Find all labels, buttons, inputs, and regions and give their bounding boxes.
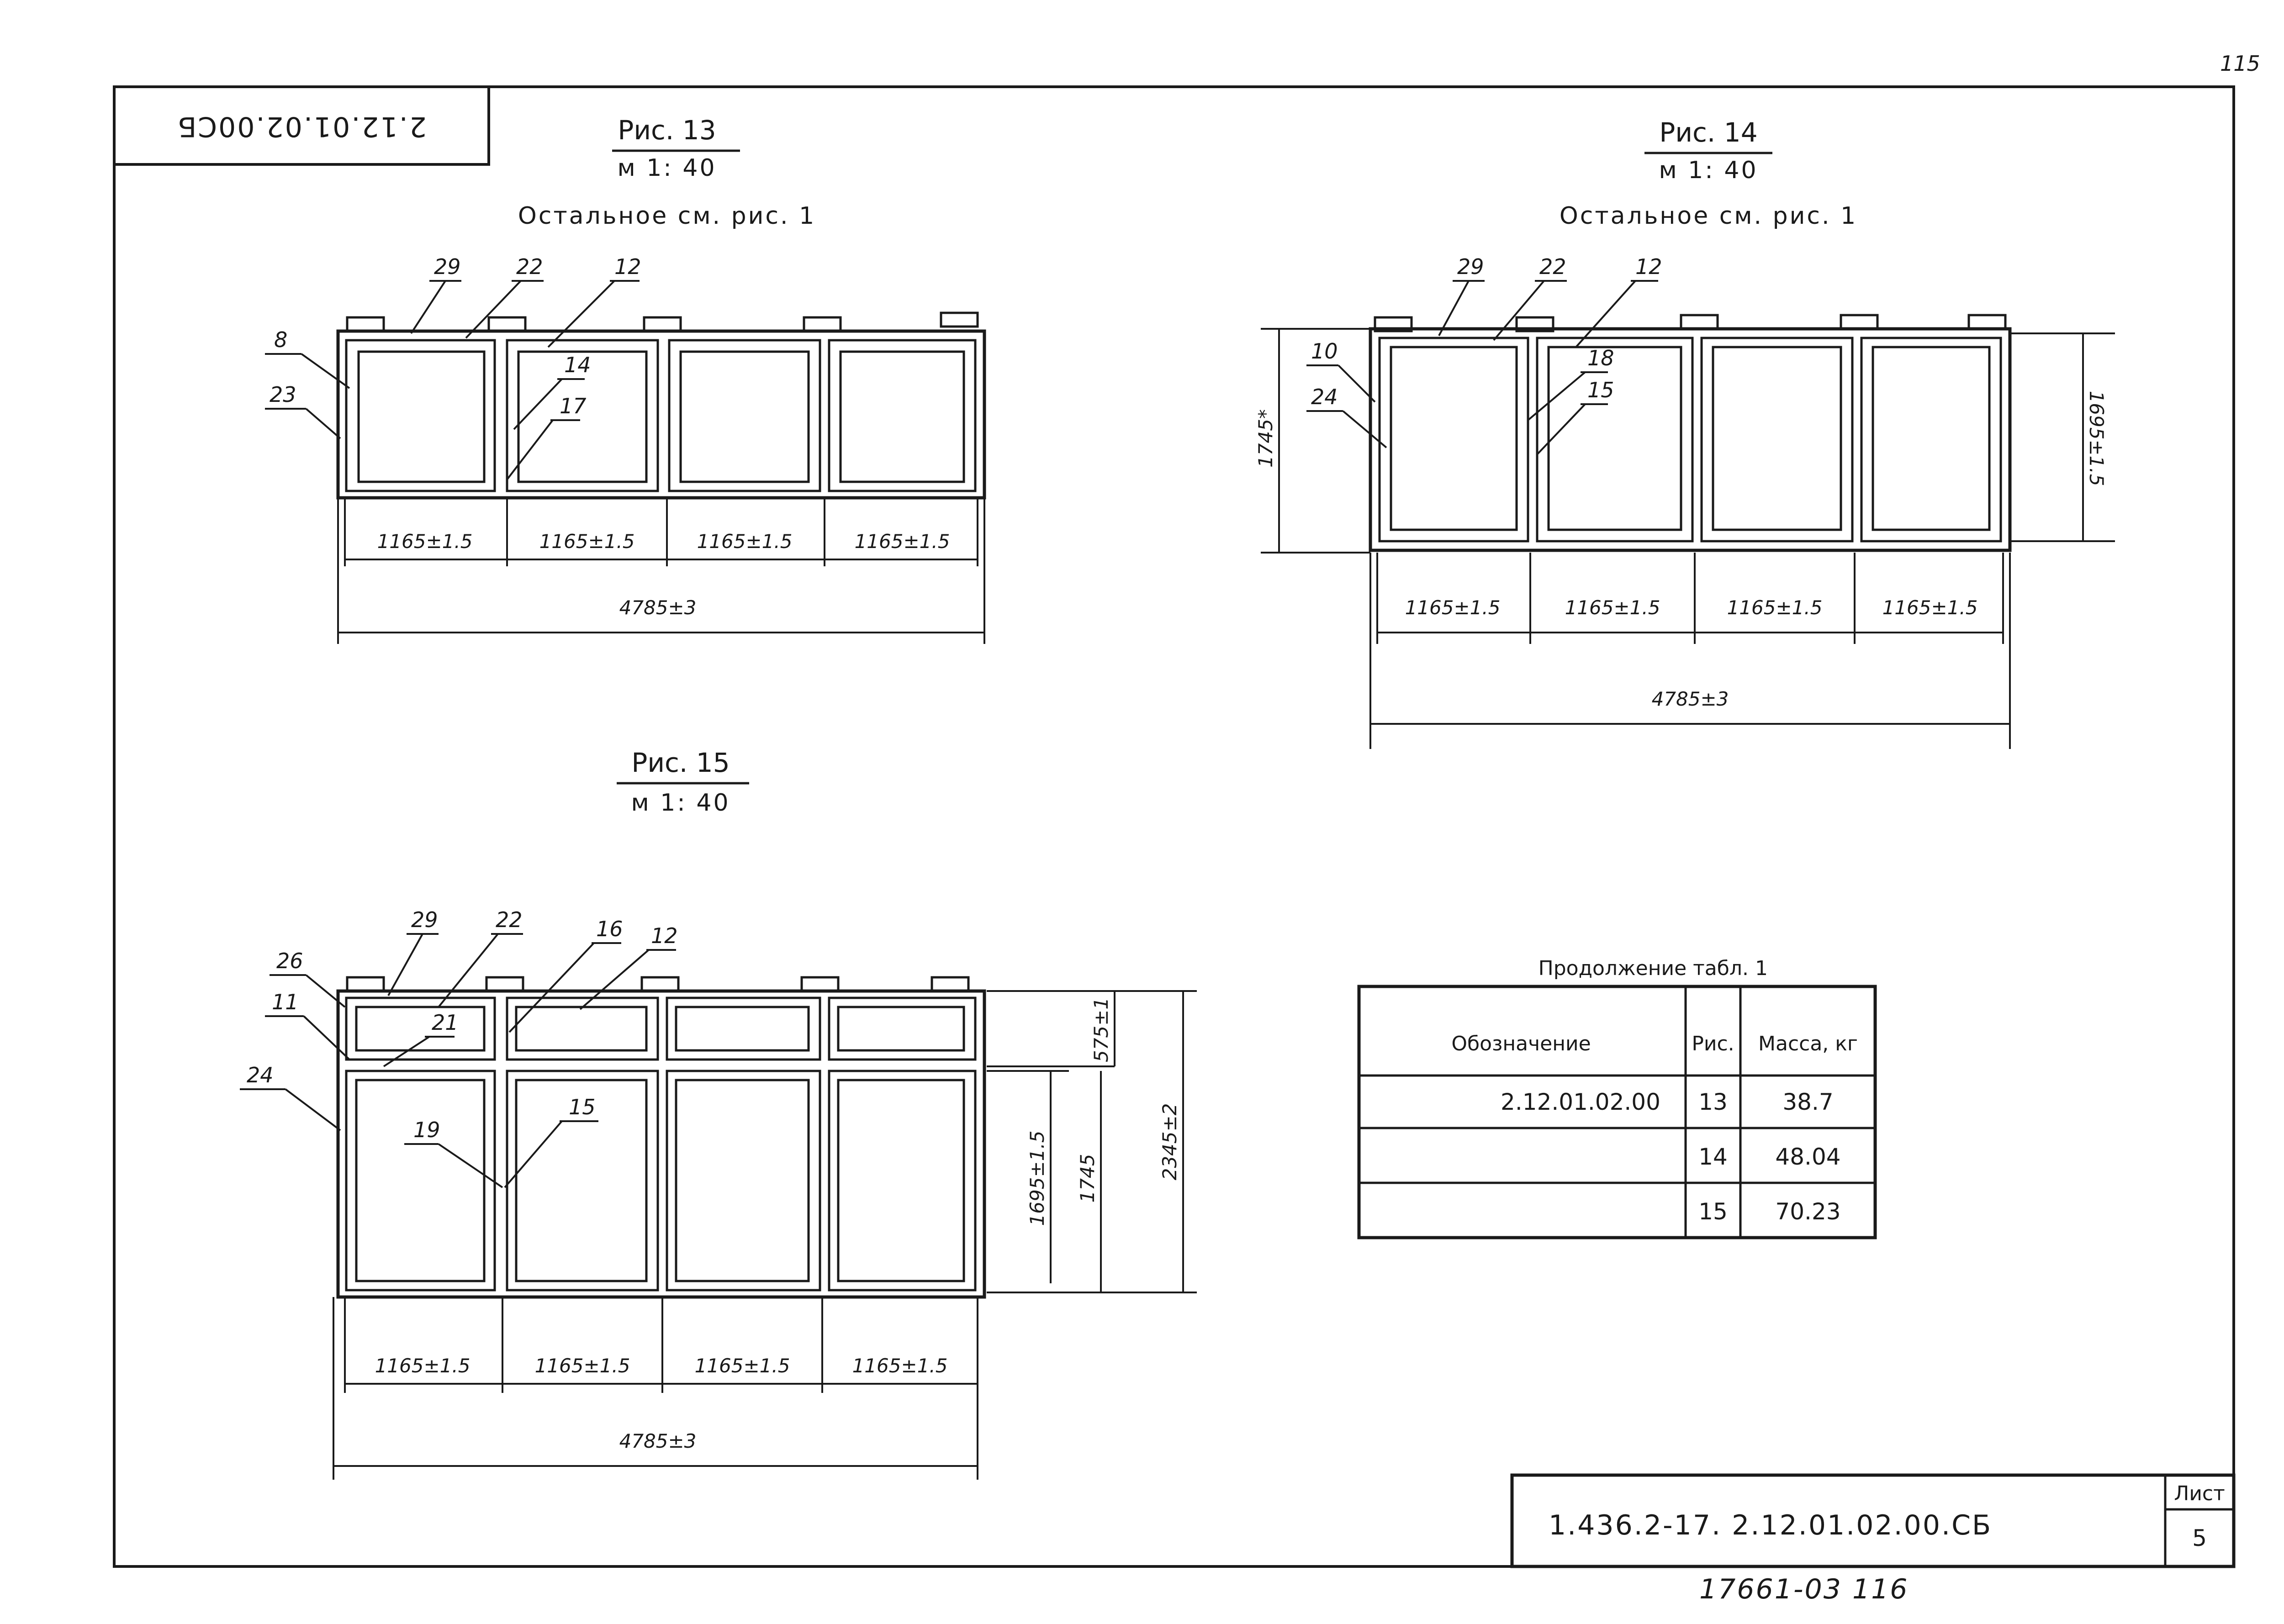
fig15-callout-26: 26: [276, 949, 303, 973]
table-header-designation: Обозначение: [1451, 1032, 1591, 1055]
fig15-dim-4: 1165±1.5: [852, 1355, 948, 1377]
fig14-callout-24: 24: [1311, 385, 1338, 409]
fig13-dim-3: 1165±1.5: [697, 530, 793, 553]
fig14-callout-10: 10: [1311, 339, 1338, 364]
figure-13: Рис. 13 м 1: 40 Остальное см. рис. 1 29 …: [265, 115, 986, 644]
fig13-scale: м 1: 40: [617, 154, 716, 182]
fig15-callout-12: 12: [651, 923, 678, 948]
title-block: 1.436.2-17. 2.12.01.02.00.СБ Лист 5: [1510, 1473, 2236, 1568]
fig14-callout-15: 15: [1587, 378, 1614, 402]
fig14-title: Рис. 14: [1659, 117, 1757, 148]
fig13-callout-23: 23: [270, 382, 296, 407]
fig13-dim-1: 1165±1.5: [377, 530, 473, 553]
sheet-frame: [113, 85, 2235, 1568]
fig13-dim-2: 1165±1.5: [539, 530, 635, 553]
fig14-callout-22: 22: [1539, 254, 1566, 279]
table-row-1-designation: 2.12.01.02.00: [1501, 1089, 1660, 1115]
fig13-callout-17: 17: [560, 394, 587, 418]
fig15-height-575: 575±1: [1090, 997, 1112, 1062]
figure-14: Рис. 14 м 1: 40 Остальное см. рис. 1 29 …: [1254, 117, 2115, 749]
fig14-scale: м 1: 40: [1659, 157, 1758, 184]
fig15-dim-3: 1165±1.5: [695, 1355, 790, 1377]
table-row-2-mass: 48.04: [1775, 1144, 1840, 1170]
fig13-callout-22: 22: [516, 254, 543, 279]
fig14-right-height: 1695±1.5: [2085, 391, 2108, 486]
title-block-code: 1.436.2-17. 2.12.01.02.00.СБ: [1549, 1509, 1992, 1541]
sheet-number: 5: [2192, 1525, 2207, 1551]
fig13-callout-29: 29: [434, 254, 461, 279]
sheet-label: Лист: [2174, 1482, 2225, 1505]
fig14-dim-1: 1165±1.5: [1405, 596, 1501, 619]
fig15-dim-1: 1165±1.5: [375, 1355, 471, 1377]
fig13-callout-12: 12: [614, 254, 641, 279]
fig14-callout-18: 18: [1587, 346, 1614, 370]
fig13-total-dim: 4785±3: [619, 596, 697, 619]
figure-15: Рис. 15 м 1: 40 29 22 16 12 26: [240, 747, 1197, 1480]
fig15-callout-24: 24: [247, 1063, 274, 1087]
footer-note: 17661-03 116: [1699, 1573, 1909, 1605]
fig13-dim-4: 1165±1.5: [855, 530, 950, 553]
table-row-1-mass: 38.7: [1782, 1089, 1833, 1115]
fig14-dim-2: 1165±1.5: [1565, 596, 1660, 619]
fig15-callout-16: 16: [596, 917, 623, 941]
fig15-callout-29: 29: [411, 907, 438, 932]
table-row-3-fig: 15: [1698, 1198, 1728, 1225]
table-row-2-fig: 14: [1698, 1144, 1728, 1170]
svg-text:2.12.01.02.00СБ: 2.12.01.02.00СБ: [176, 111, 427, 142]
fig13-callout-14: 14: [564, 353, 591, 377]
fig15-title: Рис. 15: [631, 747, 730, 778]
fig15-height-1745: 1745: [1076, 1154, 1099, 1203]
page-number: 115: [2220, 51, 2260, 76]
fig14-left-height: 1745*: [1254, 409, 1277, 468]
fig15-callout-22: 22: [496, 907, 523, 932]
fig15-height-1695: 1695±1.5: [1026, 1131, 1048, 1226]
table-caption: Продолжение табл. 1: [1539, 957, 1768, 980]
fig15-callout-15: 15: [569, 1095, 596, 1119]
table-row-1-fig: 13: [1698, 1089, 1728, 1115]
fig14-callout-12: 12: [1635, 254, 1662, 279]
mirrored-stamp: 2.12.01.02.00СБ: [176, 111, 427, 142]
fig14-total-dim: 4785±3: [1652, 688, 1729, 710]
fig15-height-2345: 2345±2: [1158, 1103, 1181, 1181]
fig15-dim-2: 1165±1.5: [535, 1355, 630, 1377]
fig15-callout-19: 19: [413, 1118, 440, 1142]
fig13-title: Рис. 13: [618, 115, 716, 146]
fig14-callout-29: 29: [1457, 254, 1484, 279]
fig13-callout-8: 8: [274, 327, 287, 352]
fig15-callout-21: 21: [432, 1010, 459, 1035]
fig13-note: Остальное см. рис. 1: [518, 202, 816, 230]
fig14-dim-3: 1165±1.5: [1727, 596, 1823, 619]
fig14-dim-4: 1165±1.5: [1882, 596, 1978, 619]
fig14-note: Остальное см. рис. 1: [1560, 202, 1857, 230]
fig15-total-dim: 4785±3: [619, 1430, 697, 1452]
table-row-3-mass: 70.23: [1775, 1198, 1840, 1225]
mass-table: Продолжение табл. 1 Обозначение Рис. Мас…: [1357, 957, 1877, 1239]
table-header-fig: Рис.: [1692, 1032, 1734, 1055]
fig15-scale: м 1: 40: [631, 789, 730, 817]
table-header-mass: Масса, кг: [1758, 1032, 1858, 1055]
stamp-box: [113, 85, 490, 166]
fig15-callout-11: 11: [272, 990, 299, 1014]
